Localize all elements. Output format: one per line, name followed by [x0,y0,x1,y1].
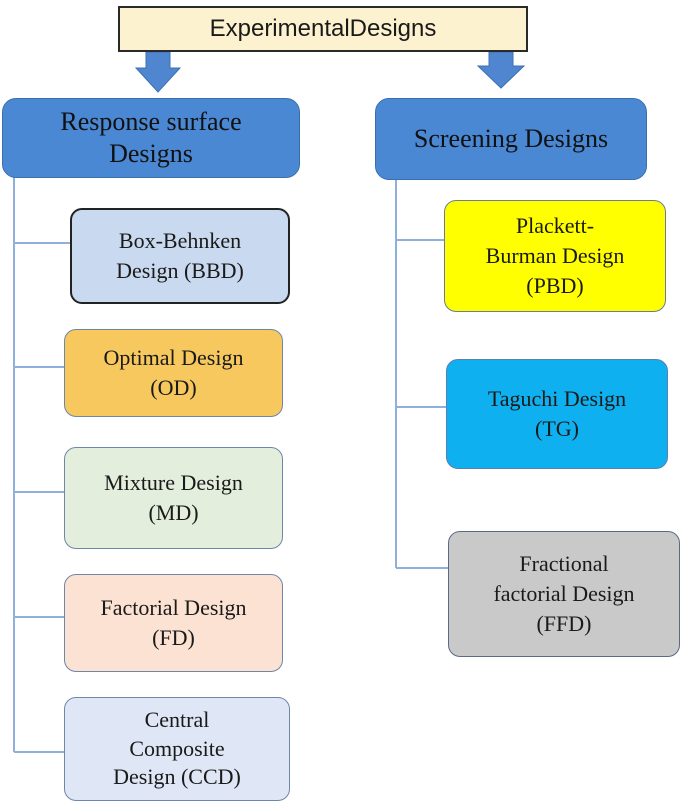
node-mixture-design: Mixture Design (MD) [64,447,283,549]
root-node: ExperimentalDesigns [118,6,528,52]
arrow-down-left [134,51,182,93]
node-central-composite-design: Central Composite Design (CCD) [64,697,290,801]
arrow-down-right [476,51,526,89]
node-box-behnken-design: Box-Behnken Design (BBD) [70,208,290,304]
node-optimal-design: Optimal Design (OD) [64,329,283,417]
node-factorial-design: Factorial Design (FD) [64,574,283,672]
branch-header-response-surface: Response surface Designs [2,98,300,178]
node-taguchi-design: Taguchi Design (TG) [446,359,668,469]
node-plackett-burman-design: Plackett- Burman Design (PBD) [444,200,666,312]
node-fractional-factorial-design: Fractional factorial Design (FFD) [448,531,680,657]
branch-header-screening: Screening Designs [375,98,647,180]
